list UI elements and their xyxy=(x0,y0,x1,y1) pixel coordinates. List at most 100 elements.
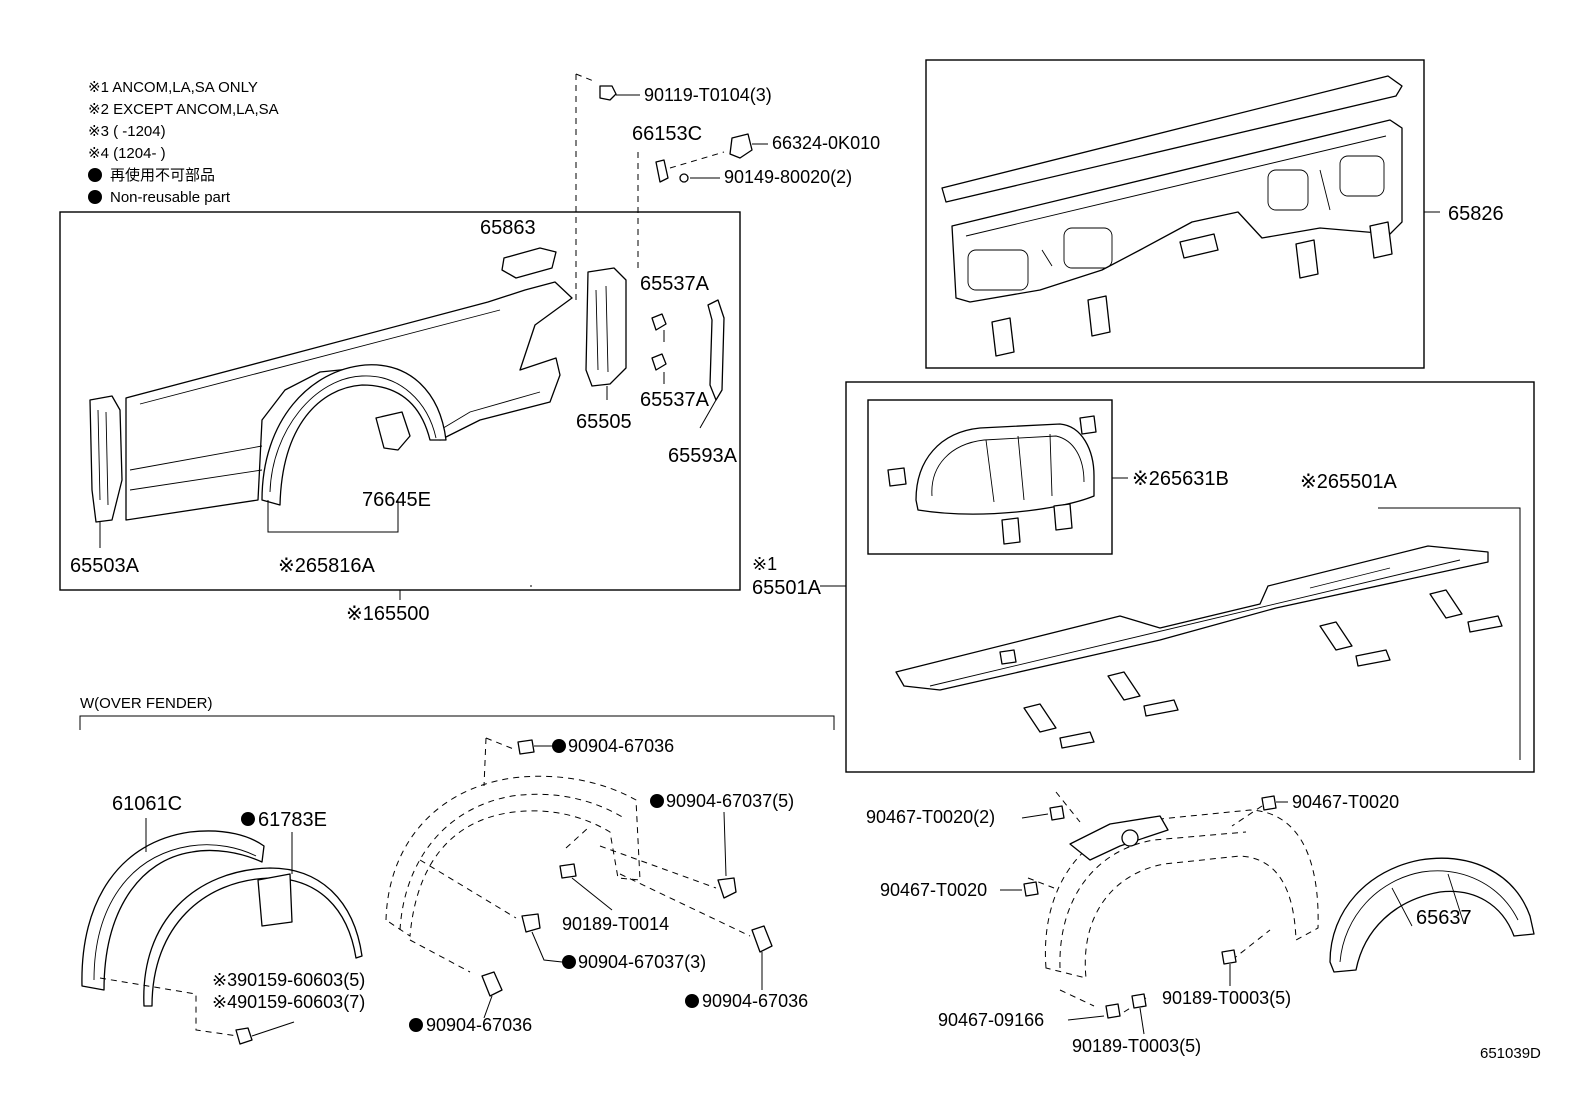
bracket-part xyxy=(1107,671,1141,701)
clip-icon xyxy=(1049,805,1065,821)
note-3: ※3 ( -1204) xyxy=(88,123,166,140)
label-90904-67036-a: 90904-67036 xyxy=(568,736,674,756)
note-2: ※2 EXCEPT ANCOM,LA,SA xyxy=(88,101,279,118)
non-reusable-dot-icon xyxy=(552,739,566,753)
clip-part xyxy=(887,467,907,487)
non-reusable-dot-icon xyxy=(650,794,664,808)
label-90904-67036-c: 90904-67036 xyxy=(702,991,808,1011)
label-65826: 65826 xyxy=(1448,203,1504,225)
label-90189-T0003-b: 90189-T0003(5) xyxy=(1072,1036,1201,1056)
note-4: ※4 (1204- ) xyxy=(88,145,166,162)
bracket-part xyxy=(1355,649,1391,667)
group-box xyxy=(845,381,1535,773)
note-5: 再使用不可部品 xyxy=(110,167,215,184)
clip-icon xyxy=(717,877,737,899)
label-65501A-mark: ※1 xyxy=(752,554,777,574)
pillar-part xyxy=(585,267,627,387)
cap-part xyxy=(501,247,557,279)
note-1: ※1 ANCOM,LA,SA ONLY xyxy=(88,79,258,96)
label-90159-7: ※490159-60603(7) xyxy=(212,992,365,1012)
clip-icon xyxy=(521,913,541,933)
clip-icon xyxy=(1105,1003,1121,1019)
top-fasteners: 90119-T0104(3) 66153C 66324-0K010 90149-… xyxy=(575,73,880,187)
non-reusable-dot-icon xyxy=(88,168,102,182)
bracket-part xyxy=(1143,699,1179,717)
label-90904-67037-3: 90904-67037(3) xyxy=(578,952,706,972)
label-65503A: 65503A xyxy=(70,555,140,577)
label-90904-67037-5: 90904-67037(5) xyxy=(666,791,794,811)
bracket-part xyxy=(1179,233,1219,259)
non-reusable-dot-icon xyxy=(409,1018,423,1032)
label-65501A: 65501A xyxy=(752,577,822,599)
bracket-part xyxy=(1319,621,1353,651)
label-66324: 66324-0K010 xyxy=(772,133,880,153)
hole-icon xyxy=(999,649,1017,665)
panel-assembly-65500: 65863 65537A 65537A 65505 65593A 76645E … xyxy=(59,74,741,625)
label-90467-T0020-b: 90467-T0020 xyxy=(880,880,987,900)
clip-part xyxy=(651,313,667,331)
label-90467-09166: 90467-09166 xyxy=(938,1010,1044,1030)
label-90467-T0020-2: 90467-T0020(2) xyxy=(866,807,995,827)
label-65537A: 65537A xyxy=(640,273,710,295)
panel-65826: 65826 xyxy=(925,59,1504,369)
non-reusable-dot-icon xyxy=(241,812,255,826)
screw-icon xyxy=(1131,993,1147,1009)
label-65501A-inner: ※265501A xyxy=(1300,471,1397,493)
bracket-part xyxy=(1467,615,1503,633)
strip-part xyxy=(707,299,725,401)
clip-icon xyxy=(481,971,503,997)
label-90189-T0014: 90189-T0014 xyxy=(562,914,669,934)
bracket-part xyxy=(991,317,1015,357)
sill-part xyxy=(895,545,1489,691)
bracket-part xyxy=(257,873,293,927)
floor-assembly-65501A: ※1 65501A ※265631B ※265501A xyxy=(530,381,1535,773)
label-over-fender: W(OVER FENDER) xyxy=(80,695,213,712)
group-box xyxy=(925,59,1425,369)
label-66153C: 66153C xyxy=(632,123,702,145)
clip-icon xyxy=(517,739,535,755)
molding-part xyxy=(143,867,363,1007)
label-76645E: 76645E xyxy=(362,489,431,511)
non-reusable-dot-icon xyxy=(562,955,576,969)
screw-icon xyxy=(1221,949,1237,965)
clip-icon xyxy=(751,925,773,953)
non-reusable-dot-icon xyxy=(88,190,102,204)
clip-icon xyxy=(235,1027,253,1045)
clip-part xyxy=(651,353,667,371)
label-90159-5: ※390159-60603(5) xyxy=(212,970,365,990)
hole-icon xyxy=(1121,829,1139,847)
note-6: Non-reusable part xyxy=(110,189,231,206)
liner-part xyxy=(1069,815,1169,861)
screw-icon xyxy=(679,173,689,183)
label-90119: 90119-T0104(3) xyxy=(644,85,772,105)
bracket-part xyxy=(1087,295,1111,337)
label-65863: 65863 xyxy=(480,217,536,239)
inner-panel-part xyxy=(951,119,1403,303)
label-65505: 65505 xyxy=(576,411,632,433)
fender-flare-part xyxy=(81,830,265,991)
bracket-part xyxy=(1295,239,1319,279)
label-65631B: ※265631B xyxy=(1132,468,1229,490)
wheel-arch-part xyxy=(261,364,447,506)
fender-outline xyxy=(385,775,641,937)
label-90904-67036-b: 90904-67036 xyxy=(426,1015,532,1035)
nut-icon xyxy=(729,133,753,159)
label-90189-T0003-a: 90189-T0003(5) xyxy=(1162,988,1291,1008)
bracket-part xyxy=(1429,589,1463,619)
rail-part xyxy=(941,75,1403,203)
label-90149: 90149-80020(2) xyxy=(724,167,852,187)
clip-icon xyxy=(1261,795,1277,811)
over-fender-group: W(OVER FENDER) 61061C 61783E ※390159-606… xyxy=(79,695,835,1045)
sub-box xyxy=(867,399,1113,555)
clip-part xyxy=(1079,415,1097,435)
plate-part xyxy=(375,411,411,451)
label-65593A: 65593A xyxy=(668,445,738,467)
bracket-part xyxy=(1059,731,1095,749)
screw-icon xyxy=(559,863,577,879)
bracket-part xyxy=(1001,517,1021,545)
label-65537A: 65537A xyxy=(640,389,710,411)
housing-part xyxy=(915,423,1095,515)
legend: ※1 ANCOM,LA,SA ONLY ※2 EXCEPT ANCOM,LA,S… xyxy=(88,79,279,206)
side-panel-part xyxy=(125,281,573,521)
bracket-part xyxy=(1023,703,1057,733)
